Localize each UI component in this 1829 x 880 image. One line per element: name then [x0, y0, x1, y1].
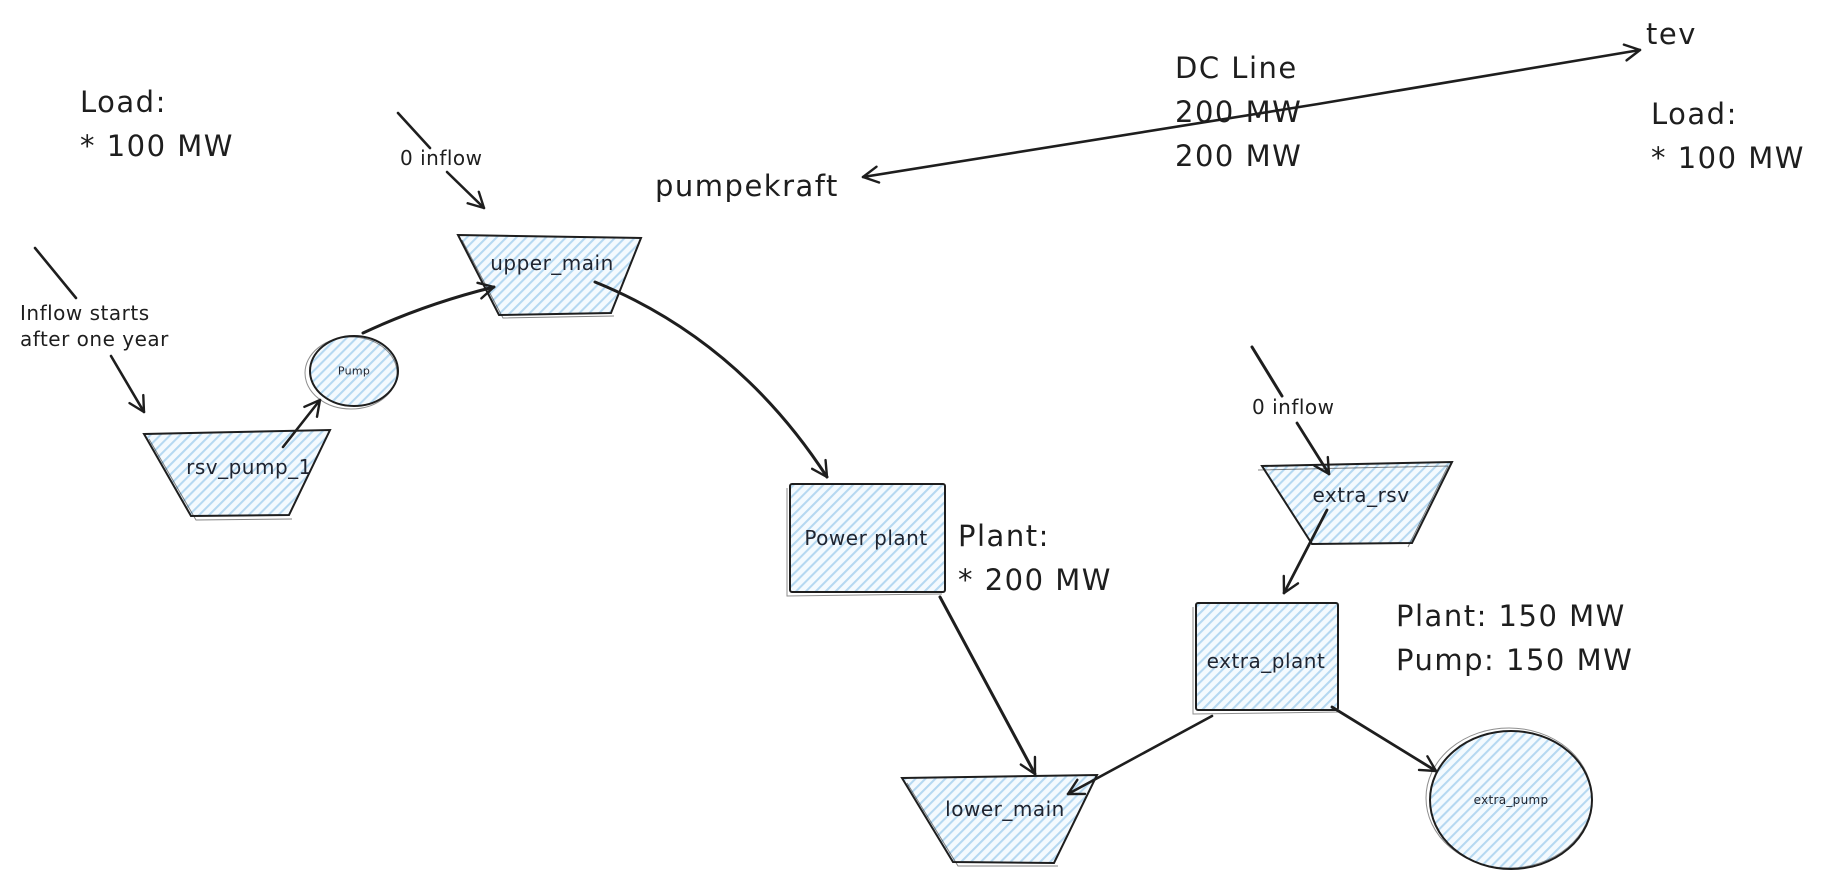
annotation-zero-inflow-right: 0 inflow: [1252, 395, 1335, 419]
annotation-dc-line-line2: 200 MW: [1175, 95, 1303, 129]
arrow-dc-line-pumpekraft-tev: [861, 43, 1642, 184]
arrow-extra-rsv-to-extra-plant: [1282, 508, 1329, 595]
annotation-plant-pump-150: Plant: 150 MW Pump: 150 MW: [1396, 594, 1633, 682]
annotation-load-left-line2: * 100 MW: [80, 129, 234, 163]
arrow-rsv-pump-1-to-pump: [281, 398, 322, 449]
node-power-plant-sketch-line: [786, 488, 943, 597]
node-extra-plant-label: extra_plant: [1206, 649, 1326, 673]
annotation-inflow-starts-line1: Inflow starts: [20, 301, 150, 325]
annotation-zero-inflow-left: 0 inflow: [400, 146, 483, 170]
node-power-plant-label: Power plant: [804, 526, 928, 550]
node-rsv-pump-1-label: rsv_pump_1: [186, 455, 312, 479]
node-lower-main-sketch-line: [906, 782, 1058, 867]
annotation-tev: tev: [1646, 17, 1697, 51]
annotation-plant-200-line2: * 200 MW: [958, 563, 1112, 597]
node-lower-main-label: lower_main: [945, 797, 1065, 821]
node-rsv-pump-1-shape: [142, 428, 332, 518]
node-rsv-pump-1-sketch-line: [148, 438, 293, 521]
node-pump-sketch-ring: [304, 336, 398, 410]
arrow-zero-inflow-to-extra-rsv: [1295, 421, 1331, 476]
annotation-dc-line: DC Line 200 MW 200 MW: [1175, 46, 1302, 178]
annotation-load-left-line1: Load:: [80, 85, 167, 119]
node-lower-main-shape: [900, 773, 1099, 865]
node-upper-main-shape: [456, 233, 643, 317]
arrow-inflow-starts-tail: [33, 246, 78, 300]
node-extra-pump-sketch-ring: [1425, 727, 1593, 869]
annotation-load-right: Load: * 100 MW: [1651, 92, 1805, 180]
arrow-zero-inflow-right-tail: [1250, 345, 1284, 398]
node-pump-label: Pump: [337, 364, 371, 378]
arrow-extra-plant-to-extra-pump: [1330, 705, 1438, 773]
annotation-pumpekraft: pumpekraft: [655, 169, 839, 203]
arrow-inflow-starts-to-rsv-pump-1: [109, 354, 146, 414]
node-upper-main-sketch-line: [461, 239, 615, 319]
node-power-plant-shape: [789, 483, 946, 593]
annotation-plant-pump-150-line1: Plant: 150 MW: [1396, 599, 1626, 633]
arrow-power-plant-to-lower-main: [938, 595, 1037, 776]
annotation-plant-pump-150-line2: Pump: 150 MW: [1396, 643, 1634, 677]
node-extra-rsv-shape: [1260, 460, 1454, 546]
node-extra-rsv-label: extra_rsv: [1312, 483, 1410, 507]
arrow-upper-main-to-power-plant: [593, 280, 829, 479]
node-upper-main-label: upper_main: [490, 251, 614, 275]
arrow-pump-to-upper-main: [361, 281, 496, 335]
annotation-load-left: Load: * 100 MW: [80, 80, 234, 168]
node-extra-pump-label: extra_pump: [1473, 793, 1549, 807]
arrow-zero-inflow-left-tail: [396, 111, 432, 150]
annotation-plant-200-line1: Plant:: [958, 519, 1050, 553]
arrow-extra-plant-to-lower-main: [1066, 714, 1214, 796]
arrow-zero-inflow-to-upper-main: [445, 170, 486, 210]
annotation-load-right-line1: Load:: [1651, 97, 1738, 131]
annotation-inflow-starts-line2: after one year: [20, 327, 169, 351]
annotation-plant-200: Plant: * 200 MW: [958, 514, 1112, 602]
annotation-dc-line-line1: DC Line: [1175, 51, 1298, 85]
annotation-dc-line-line3: 200 MW: [1175, 139, 1303, 173]
node-extra-plant-sketch-line: [1192, 607, 1341, 715]
node-extra-plant-shape: [1195, 602, 1339, 711]
annotation-load-right-line2: * 100 MW: [1651, 141, 1805, 175]
node-pump-shape: [309, 335, 399, 407]
